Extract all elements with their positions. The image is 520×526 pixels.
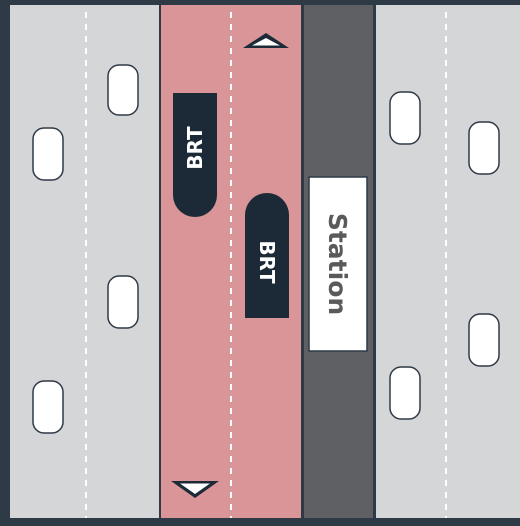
station-label: Station: [323, 213, 352, 315]
car-right-4: [389, 366, 421, 420]
car-left-1: [107, 64, 139, 116]
general-lanes-right: [376, 5, 520, 518]
car-left-4: [32, 380, 64, 434]
brt-bus-1-label: BRT: [183, 126, 207, 170]
car-left-3: [107, 275, 139, 329]
brt-bus-1: [173, 93, 217, 217]
triangle-up-icon: [243, 33, 289, 48]
car-right-1: [389, 91, 421, 145]
triangle-down-icon: [171, 481, 219, 498]
car-left-2: [32, 127, 64, 181]
car-right-2: [468, 121, 500, 175]
brt-bus-2: [245, 193, 289, 318]
brt-bus-2-label: BRT: [255, 240, 279, 284]
station-box: [308, 176, 368, 352]
car-right-3: [468, 313, 500, 367]
